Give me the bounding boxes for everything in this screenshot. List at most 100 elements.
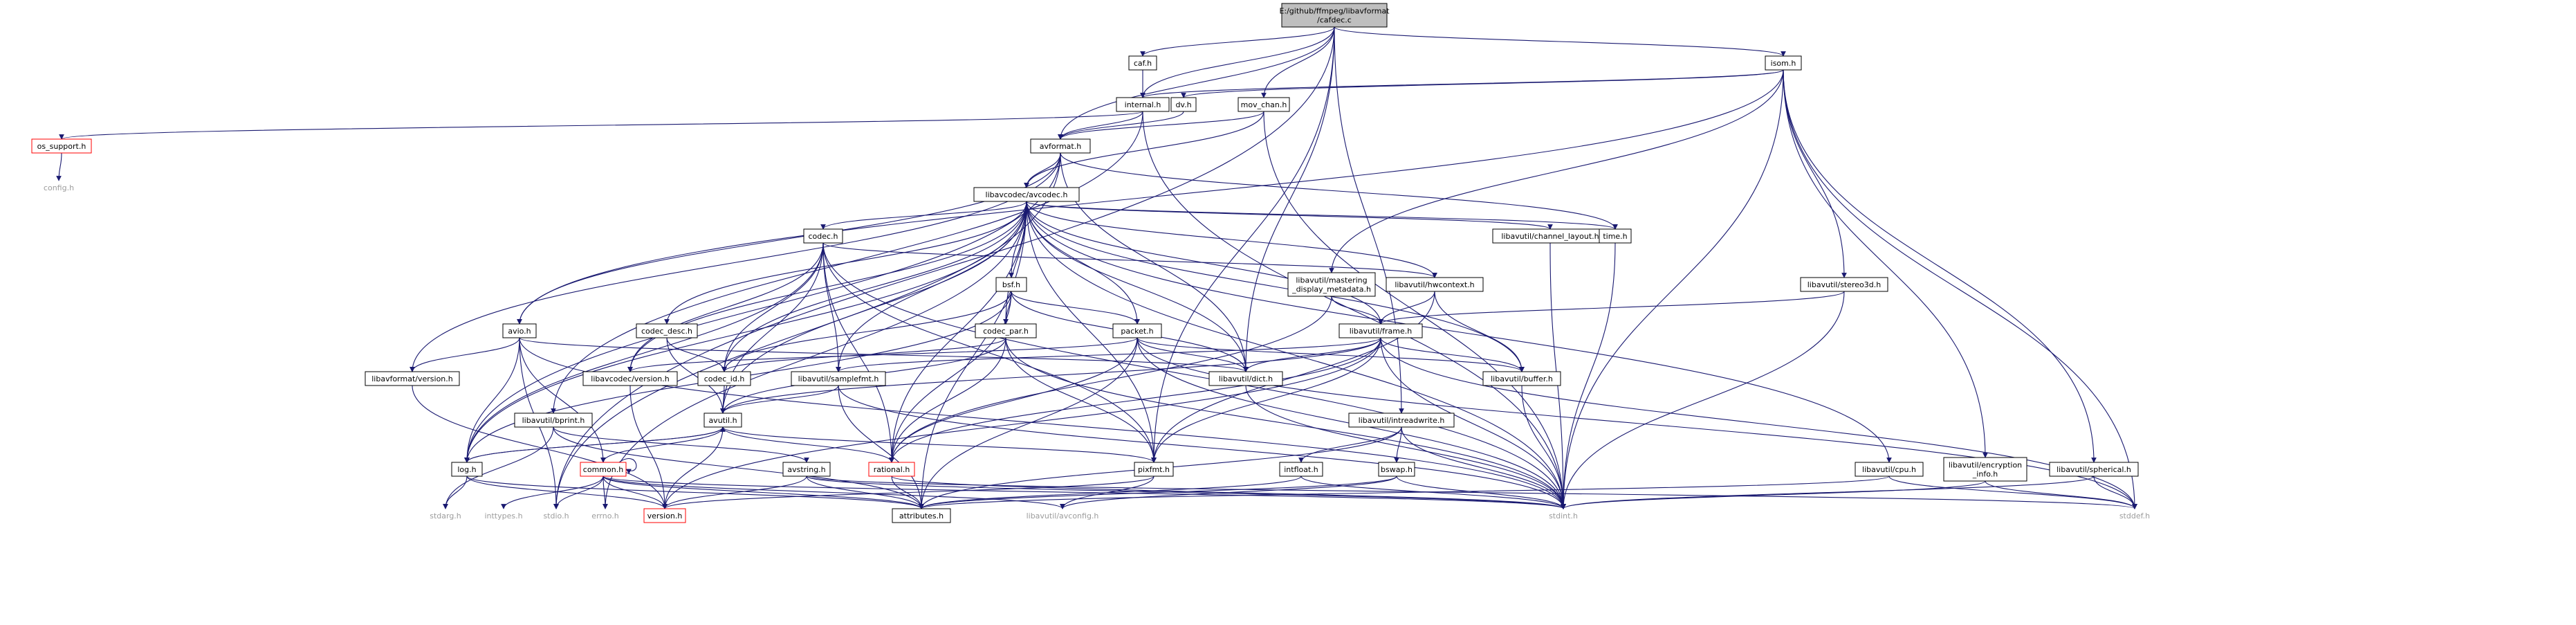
- edge-packet_h-to-dict_h: [1137, 337, 1249, 372]
- node-label: stdarg.h: [430, 511, 461, 520]
- node-avcodec-h[interactable]: libavcodec/avcodec.h: [973, 187, 1080, 202]
- node-os-support-h[interactable]: os_support.h: [31, 138, 92, 154]
- edge-isom_h-to-mastering_h: [1329, 69, 1784, 273]
- edge-spherical_h-to-stdint_h: [1561, 475, 2095, 509]
- node-box: [1208, 371, 1283, 386]
- edge-isom_h-to-stdint_h: [1561, 69, 1784, 509]
- node-channel-layout-h[interactable]: libavutil/channel_layout.h: [1492, 228, 1608, 244]
- node-label: common.h: [583, 465, 623, 474]
- node-label: avstring.h: [787, 465, 825, 474]
- node-box: [1238, 97, 1290, 112]
- edge-codec_h-to-log_h: [464, 242, 824, 463]
- node-caf-h[interactable]: caf.h: [1128, 55, 1157, 71]
- node-avutil-h[interactable]: avutil.h: [703, 413, 742, 428]
- node-spherical-h[interactable]: libavutil/spherical.h: [2049, 462, 2139, 477]
- node-version-h[interactable]: version.h: [643, 508, 686, 523]
- edge-common_h-to-attributes_h: [602, 475, 924, 509]
- node-attributes-h[interactable]: attributes.h: [892, 508, 951, 523]
- node-bswap-h[interactable]: bswap.h: [1378, 462, 1415, 477]
- node-mastering-h[interactable]: libavutil/mastering_display_metadata.h: [1287, 272, 1376, 297]
- edge-frame_h-to-pixfmt_h: [1151, 337, 1381, 463]
- node-errno-h: errno.h: [591, 511, 618, 520]
- node-bsf-h[interactable]: bsf.h: [995, 277, 1027, 292]
- node-stdint-h: stdint.h: [1549, 511, 1578, 520]
- node-encryption-h[interactable]: libavutil/encryption_info.h: [1943, 457, 2027, 482]
- node-mov-chan-h[interactable]: mov_chan.h: [1238, 97, 1290, 112]
- node-box: [1281, 3, 1388, 28]
- node-log-h[interactable]: log.h: [451, 462, 483, 477]
- edge-stereo3d_h-to-stdint_h: [1561, 291, 1845, 509]
- node-avformat-h[interactable]: avformat.h: [1030, 138, 1091, 154]
- node-codec-h[interactable]: codec.h: [803, 228, 843, 244]
- node-time-h[interactable]: time.h: [1599, 228, 1632, 244]
- edge-dict_h-to-stdint_h: [1245, 385, 1566, 509]
- node-box: [1287, 272, 1376, 297]
- node-isom-h[interactable]: isom.h: [1765, 55, 1802, 71]
- edge-common_h-to-avconfig_h: [602, 475, 1065, 509]
- node-buffer-h[interactable]: libavutil/buffer.h: [1482, 371, 1561, 386]
- edge-codec_par_h-to-stdint_h: [1005, 337, 1566, 509]
- edge-cafdec_c-to-internal_h: [1140, 26, 1335, 98]
- node-rational-h[interactable]: rational.h: [868, 462, 915, 477]
- edge-common_h-to-stdint_h: [602, 475, 1566, 509]
- edge-cafdec_c-to-dict_h: [1243, 26, 1335, 372]
- node-codec-par-h[interactable]: codec_par.h: [975, 323, 1037, 338]
- node-lavf-version-h[interactable]: libavformat/version.h: [365, 371, 460, 386]
- edge-avcodec_h-to-cpu_h: [1026, 201, 1892, 463]
- edge-avformat_h-to-stdio_h: [553, 152, 1061, 509]
- edge-frame_h-to-rational_h: [889, 337, 1381, 463]
- node-box: [791, 371, 886, 386]
- node-label: config.h: [44, 183, 74, 192]
- edge-avcodec_h-to-codec_h: [820, 201, 1027, 230]
- edge-bswap_h-to-avconfig_h: [1060, 475, 1397, 509]
- node-internal-h[interactable]: internal.h: [1116, 97, 1170, 112]
- edge-codec_h-to-lavc_version_h: [627, 242, 824, 372]
- edge-frame_h-to-stdint_h: [1380, 337, 1566, 509]
- edge-cafdec_c-to-pixfmt_h: [1151, 26, 1335, 463]
- node-stereo3d-h[interactable]: libavutil/stereo3d.h: [1800, 277, 1888, 292]
- node-box: [1765, 55, 1802, 71]
- edge-isom_h-to-avio_h: [517, 69, 1784, 325]
- edge-log_h-to-avutil_h: [466, 426, 726, 463]
- node-codec-id-h[interactable]: codec_id.h: [697, 371, 751, 386]
- node-intfloat-h[interactable]: intfloat.h: [1279, 462, 1323, 477]
- edge-intfloat_h-to-stdint_h: [1300, 475, 1566, 509]
- edge-bprint_h-to-stdarg_h: [443, 426, 554, 509]
- edge-intreadwrite_h-to-intfloat_h: [1298, 426, 1402, 463]
- node-avstring-h[interactable]: avstring.h: [782, 462, 831, 477]
- node-common-h[interactable]: common.h: [580, 462, 627, 477]
- node-box: [365, 371, 460, 386]
- node-cafdec-c[interactable]: E:/github/ffmpeg/libavformat/cafdec.c: [1279, 3, 1390, 28]
- node-label: avio.h: [508, 327, 531, 336]
- node-box: [1134, 462, 1174, 477]
- edge-isom_h-to-spherical_h: [1783, 69, 2097, 463]
- node-lavc-version-h[interactable]: libavcodec/version.h: [582, 371, 678, 386]
- node-box: [995, 277, 1027, 292]
- edge-samplefmt_h-to-avutil_h: [720, 385, 839, 414]
- node-codec-desc-h[interactable]: codec_desc.h: [636, 323, 698, 338]
- node-samplefmt-h[interactable]: libavutil/samplefmt.h: [791, 371, 886, 386]
- node-frame-h[interactable]: libavutil/frame.h: [1338, 323, 1423, 338]
- node-packet-h[interactable]: packet.h: [1112, 323, 1162, 338]
- edge-log_h-to-attributes_h: [466, 475, 924, 509]
- node-bprint-h[interactable]: libavutil/bprint.h: [514, 413, 593, 428]
- edge-cpu_h-to-stddef_h: [1888, 475, 2137, 509]
- node-label: libavutil/encryption: [1949, 461, 2022, 470]
- node-box: [1030, 138, 1091, 154]
- edge-bsf_h-to-codec_id_h: [721, 291, 1012, 372]
- node-intreadwrite-h[interactable]: libavutil/intreadwrite.h: [1348, 413, 1455, 428]
- node-pixfmt-h[interactable]: pixfmt.h: [1134, 462, 1174, 477]
- node-dv-h[interactable]: dv.h: [1170, 97, 1197, 112]
- node-box: [580, 462, 627, 477]
- node-avio-h[interactable]: avio.h: [502, 323, 537, 338]
- edge-avcodec_h-to-packet_h: [1026, 201, 1140, 325]
- edge-cafdec_c-to-caf_h: [1140, 26, 1335, 57]
- node-hwcontext-h[interactable]: libavutil/hwcontext.h: [1386, 277, 1484, 292]
- node-label: libavutil/buffer.h: [1491, 374, 1553, 383]
- node-label: libavutil/dict.h: [1219, 374, 1273, 383]
- node-cpu-h[interactable]: libavutil/cpu.h: [1855, 462, 1924, 477]
- node-dict-h[interactable]: libavutil/dict.h: [1208, 371, 1283, 386]
- edge-common_h-to-inttypes_h: [501, 475, 604, 509]
- node-label: codec_id.h: [704, 374, 745, 383]
- edge-codec_h-to-samplefmt_h: [822, 242, 841, 372]
